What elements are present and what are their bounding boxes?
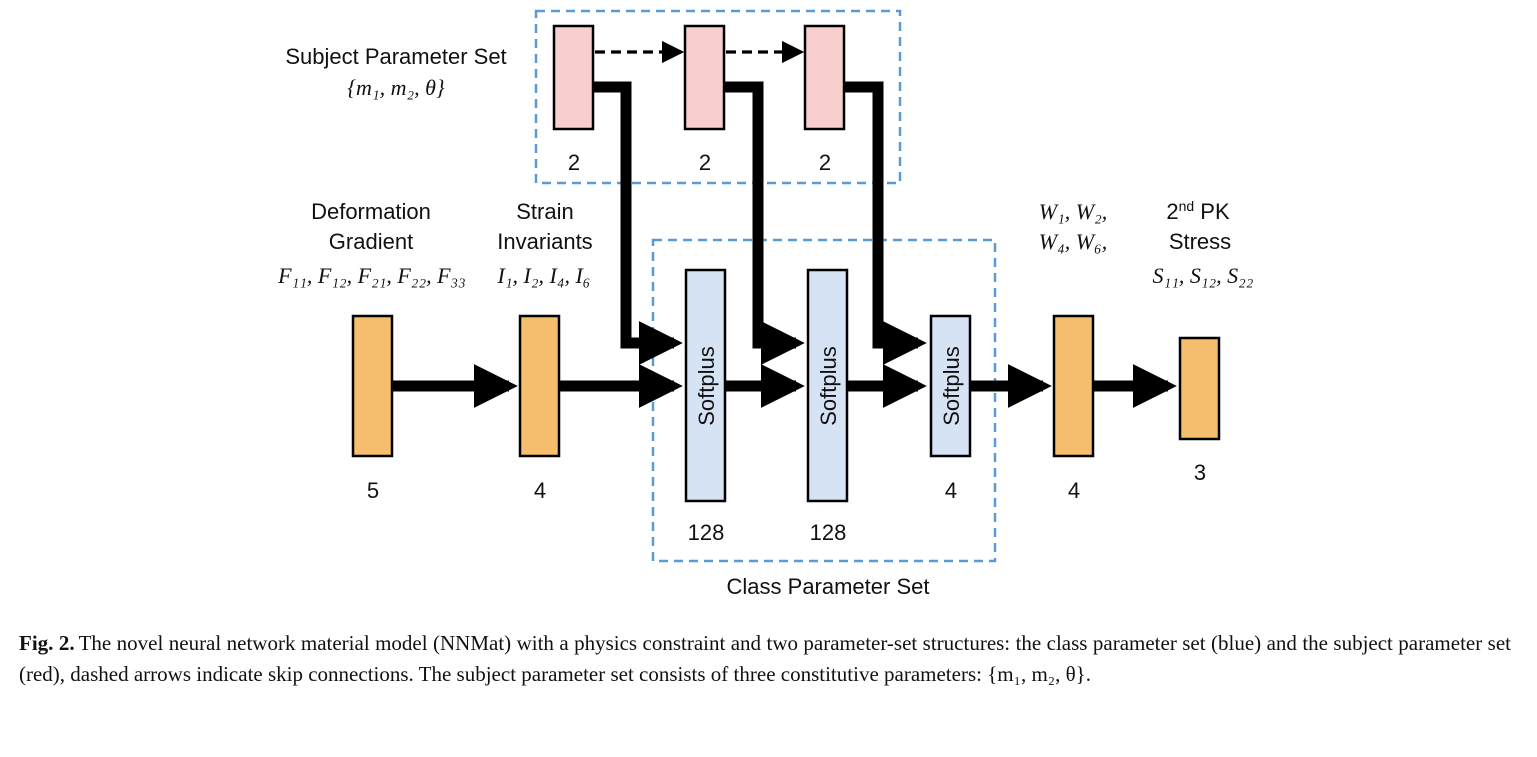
subject-parameter-set-box — [534, 9, 902, 185]
invariants-heading-2: Invariants — [497, 229, 592, 254]
stress-heading-2: Stress — [1169, 229, 1231, 254]
subject-layer-3 — [803, 24, 846, 131]
arrow-subject-3-to-softplus-3 — [843, 81, 927, 365]
softplus-label-1: Softplus — [694, 346, 719, 426]
size-softplus-3: 4 — [945, 478, 957, 503]
softplus-label-3: Softplus — [939, 346, 964, 426]
size-softplus-2: 128 — [810, 520, 847, 545]
size-deformation: 5 — [367, 478, 379, 503]
size-stress: 3 — [1194, 460, 1206, 485]
size-subject-2: 2 — [699, 150, 711, 175]
deformation-heading-1: Deformation — [311, 199, 431, 224]
size-subject-1: 2 — [568, 150, 580, 175]
arrow-subject-2-to-softplus-2 — [724, 81, 805, 365]
size-softplus-1: 128 — [688, 520, 725, 545]
subject-to-class-arrows — [593, 81, 927, 365]
size-invariants: 4 — [534, 478, 546, 503]
softplus-layer-1 — [684, 268, 727, 503]
caption-label: Fig. 2. — [19, 631, 75, 655]
class-set-label: Class Parameter Set — [727, 574, 930, 599]
subject-layer-2 — [683, 24, 726, 131]
deformation-gradient-layer — [351, 314, 394, 458]
stress-heading-1: 2nd PK — [1166, 198, 1230, 224]
deformation-vars: F₁₁, F₁₂, F₂₁, F₂₂, F₃₃ — [277, 263, 466, 288]
invariants-heading-1: Strain — [516, 199, 573, 224]
subject-set-params: {m₁, m₂, θ} — [347, 75, 445, 100]
size-subject-3: 2 — [819, 150, 831, 175]
stress-vars: S₁₁, S₁₂, S₂₂ — [1153, 263, 1254, 288]
class-parameter-set-box — [651, 238, 997, 563]
stress-layer — [1178, 336, 1221, 441]
energies-line-1: W₁, W₂, — [1039, 199, 1107, 224]
figure-caption: Fig. 2.The novel neural network material… — [19, 628, 1511, 690]
strain-invariants-layer — [518, 314, 561, 458]
invariants-vars: I₁, I₂, I₄, I₆ — [497, 263, 591, 288]
softplus-label-2: Softplus — [816, 346, 841, 426]
subject-set-label: Subject Parameter Set — [285, 44, 506, 69]
deformation-heading-2: Gradient — [329, 229, 413, 254]
subject-layer-1 — [552, 24, 595, 131]
size-energies: 4 — [1068, 478, 1080, 503]
energy-layer — [1052, 314, 1095, 458]
nnmat-diagram: Softplus Softplus Softplus Subject Param… — [277, 9, 1254, 599]
softplus-layer-3 — [929, 314, 972, 458]
energies-line-2: W₄, W₆, — [1039, 229, 1107, 254]
arrow-subject-1-to-softplus-1 — [593, 81, 683, 365]
softplus-layer-2 — [806, 268, 849, 503]
caption-text: The novel neural network material model … — [19, 631, 1511, 686]
